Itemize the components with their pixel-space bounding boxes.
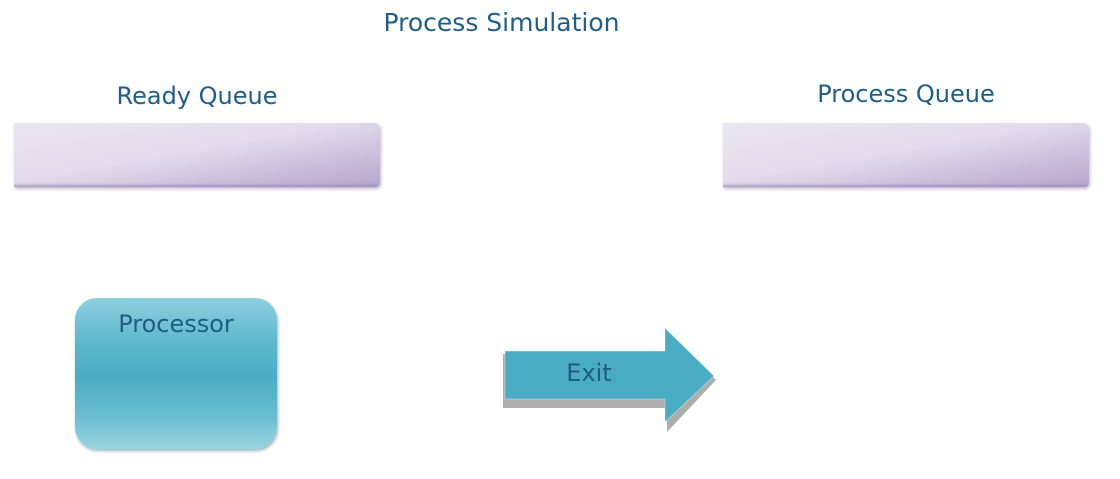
processor-box [75,298,277,449]
process-queue-label: Process Queue [817,80,995,108]
ready-queue-bar [14,123,380,187]
exit-arrow-icon [503,326,716,432]
processor-label: Processor [118,310,234,338]
exit-label: Exit [566,359,612,387]
process-queue-bar [723,123,1089,187]
diagram-title: Process Simulation [383,8,620,37]
ready-queue-label: Ready Queue [116,82,278,110]
